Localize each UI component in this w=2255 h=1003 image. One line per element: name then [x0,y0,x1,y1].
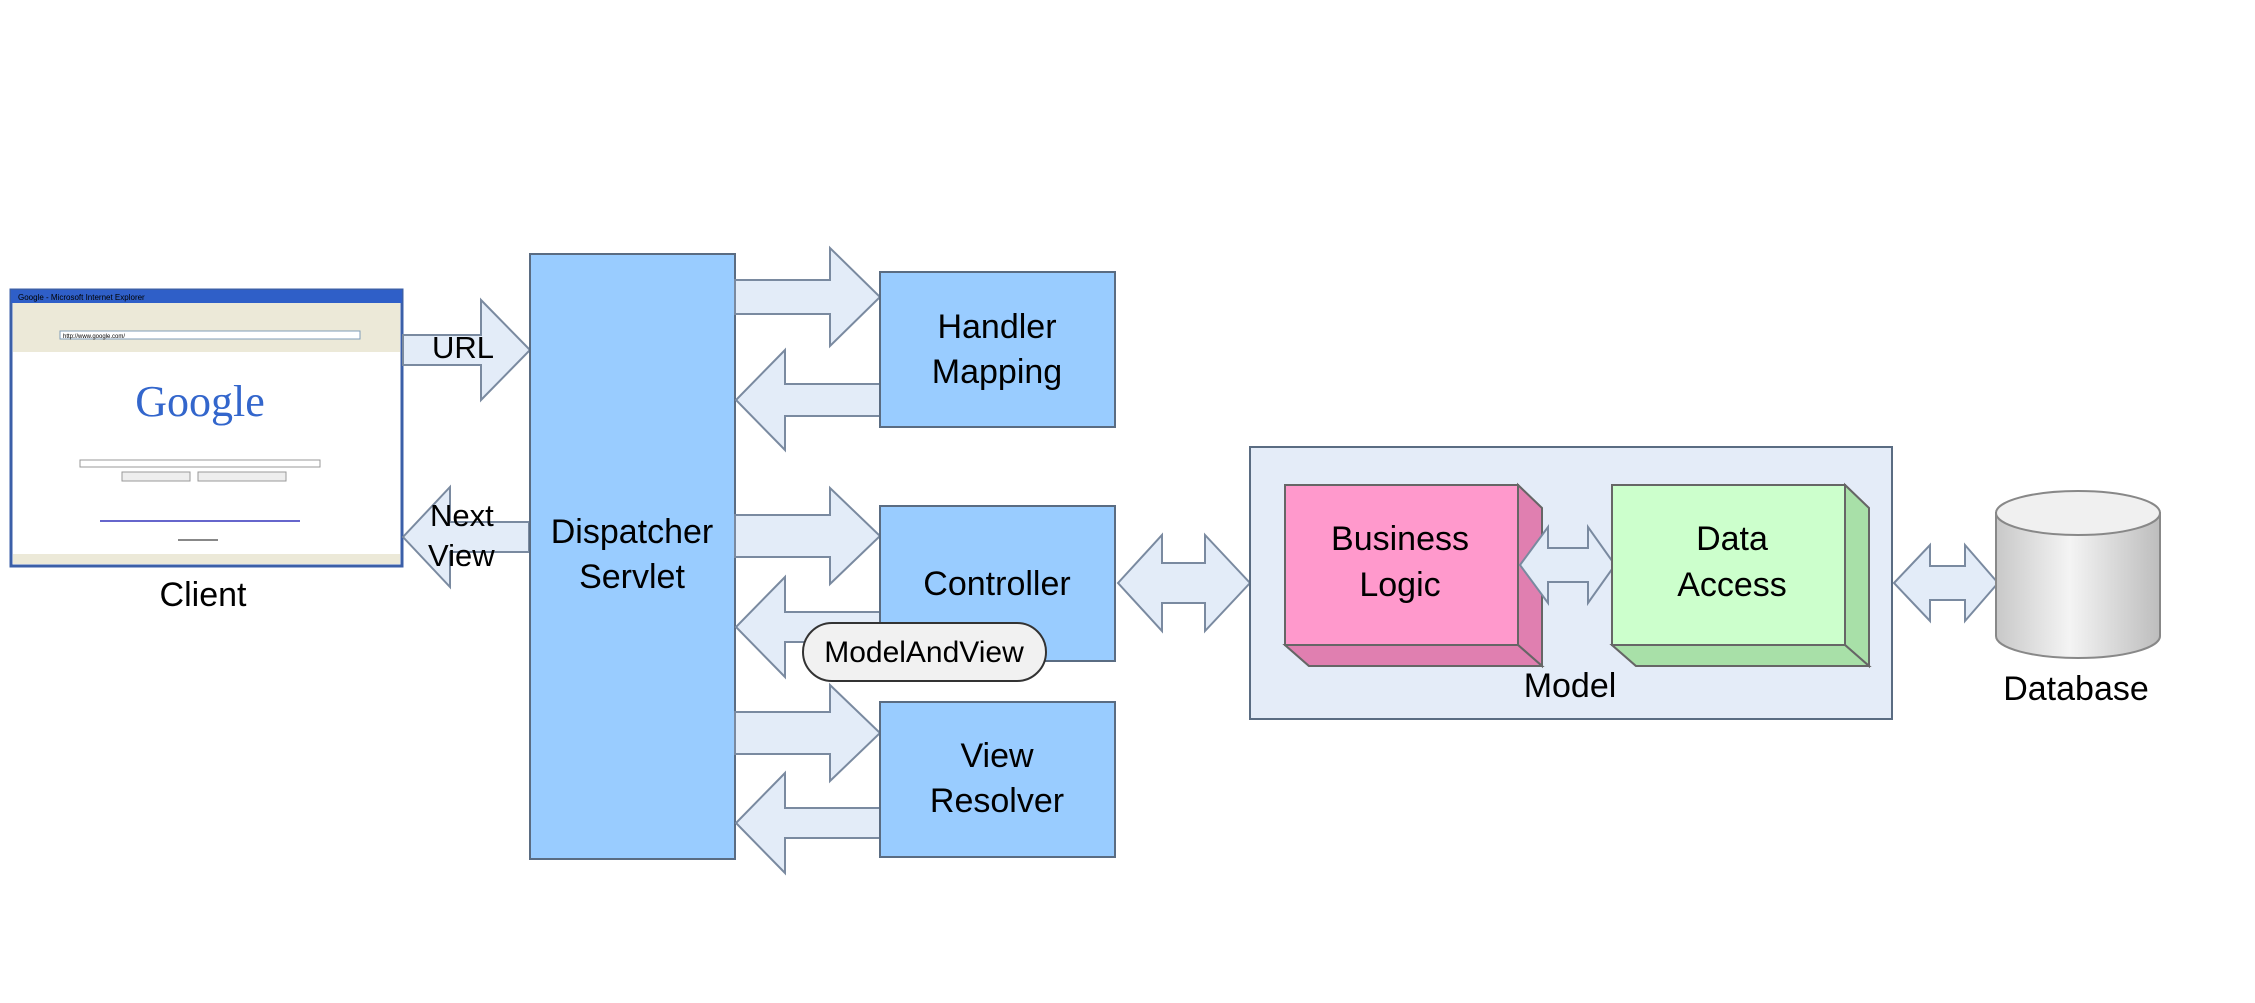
model-and-view-label: ModelAndView [824,636,1024,669]
view-resolver-to-dispatcher-arrow [734,770,881,876]
browser-address-text: http://www.google.com/ [63,334,125,340]
handler-mapping-label-line1: Handler [937,308,1056,346]
business-logic-box [1282,482,1545,669]
controller-label: Controller [923,565,1070,603]
handler-mapping-box [879,271,1116,428]
next-view-arrow: Next View [401,484,530,590]
dispatcher-servlet-label-line1: Dispatcher [551,513,714,551]
client-label: Client [160,576,247,614]
browser-links-bar [13,341,400,352]
browser-search-box [79,459,321,468]
model-label: Model [1524,667,1617,705]
client-browser-thumbnail: Google - Microsoft Internet Explorer htt… [9,288,404,568]
controller-model-double-arrow [1116,532,1252,634]
next-view-label-line2: View [428,538,495,573]
business-logic-label-line2: Logic [1359,566,1440,604]
data-access-box [1609,482,1872,669]
dispatcher-to-view-resolver-arrow [734,682,882,784]
business-logic-label-line1: Business [1331,520,1469,558]
browser-title-bar [11,290,402,303]
database-label: Database [2003,670,2149,708]
browser-menu-bar [13,303,400,313]
handler-mapping-label-line2: Mapping [932,353,1062,391]
url-arrow: URL [402,297,532,403]
browser-status-bar [13,554,400,564]
dispatcher-servlet-box [529,253,736,860]
next-view-label-line1: Next [430,498,494,533]
view-resolver-label-line2: Resolver [930,782,1064,820]
dispatcher-servlet-label-line2: Servlet [579,558,685,596]
view-resolver-box [879,701,1116,858]
url-arrow-label: URL [432,330,494,365]
model-database-double-arrow [1892,542,2000,624]
handler-to-dispatcher-arrow [734,347,881,453]
data-access-label-line2: Access [1677,566,1787,604]
browser-search-button [121,471,191,482]
browser-lucky-button [197,471,287,482]
view-resolver-label-line1: View [960,737,1034,775]
browser-toolbar [13,313,400,329]
dispatcher-to-handler-arrow [734,245,882,349]
database-cylinder-icon [1995,490,2161,659]
data-access-label-line1: Data [1696,520,1768,558]
dispatcher-to-controller-arrow [734,485,882,587]
browser-title-text: Google - Microsoft Internet Explorer [18,293,145,302]
google-logo: Google [135,377,265,426]
model-and-view-pill [802,622,1047,682]
